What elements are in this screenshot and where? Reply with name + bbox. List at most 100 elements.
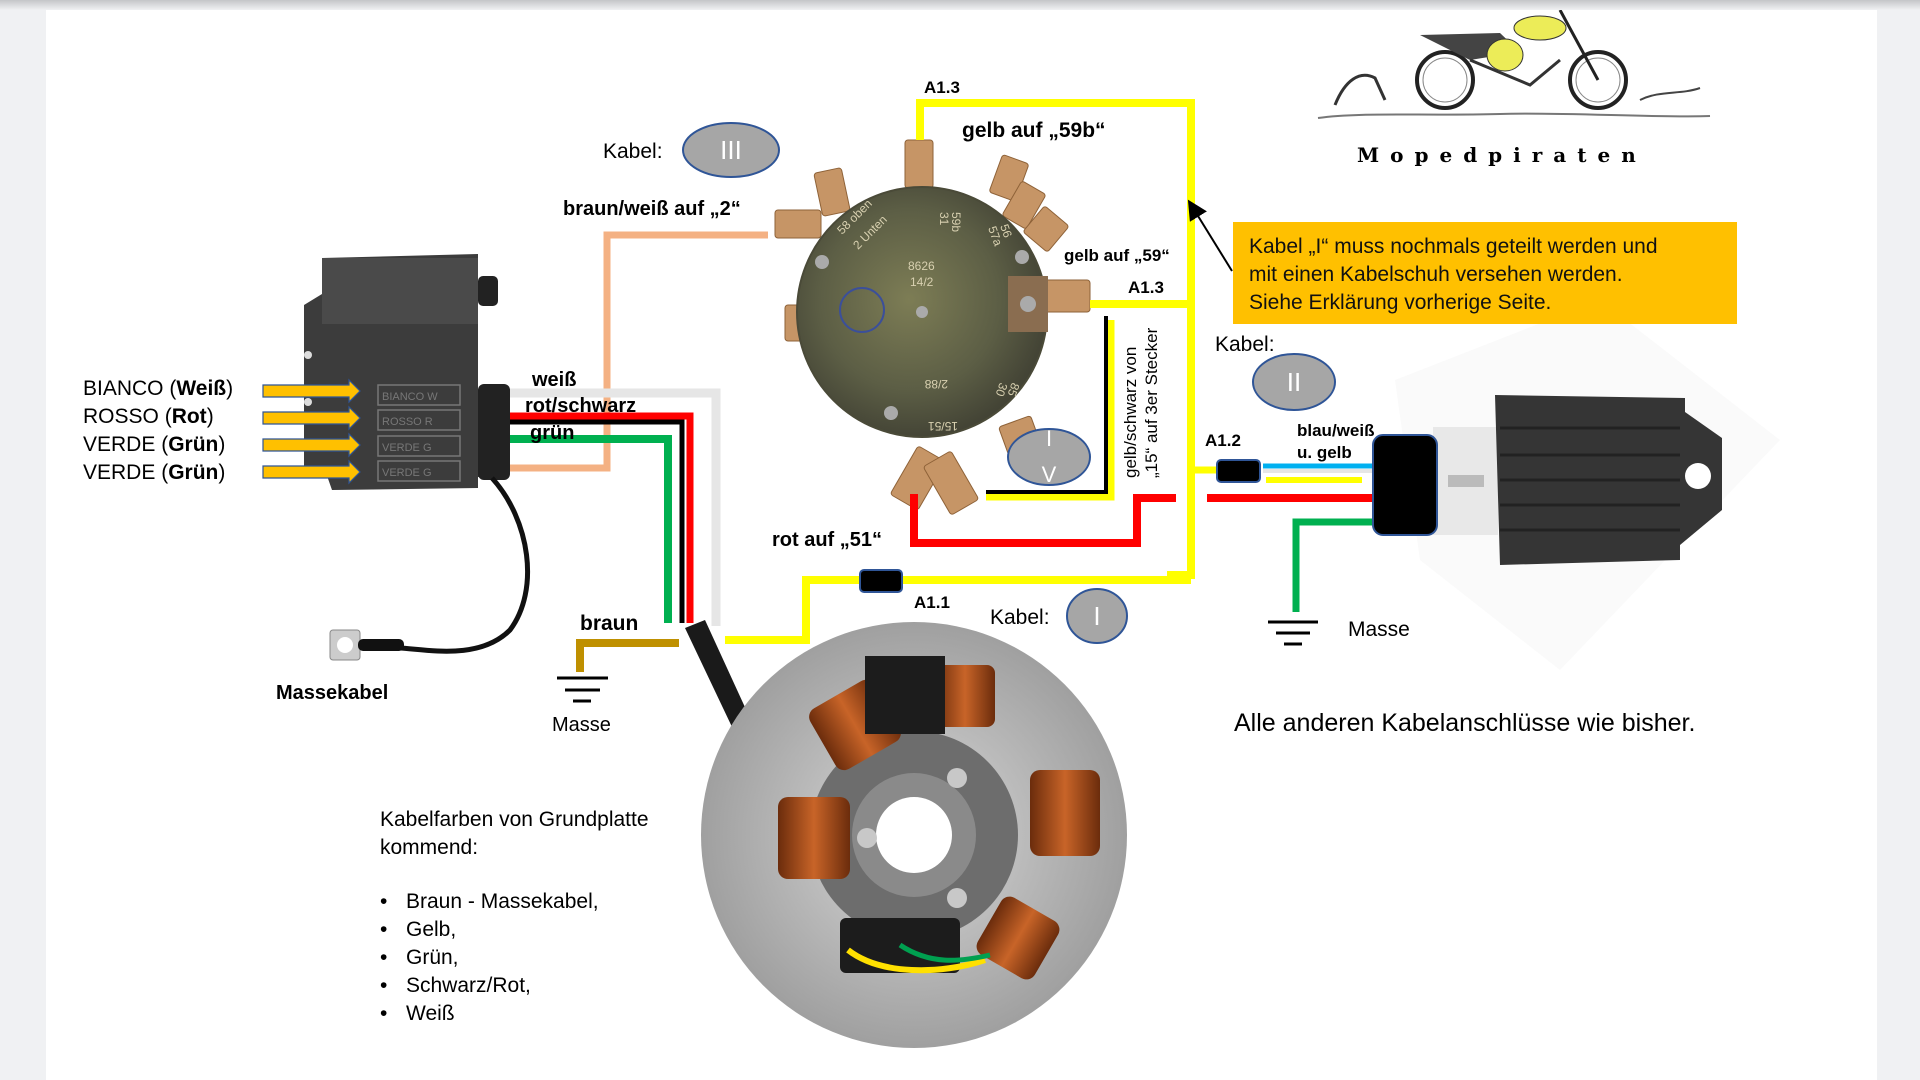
- label-italian: VERDE: [83, 461, 156, 484]
- switch-wires: [725, 99, 1372, 644]
- list-item: Weiß: [380, 1000, 599, 1028]
- massekabel-label: Massekabel: [276, 682, 389, 704]
- label-german: Grün: [168, 461, 219, 484]
- regulator-connector: [1372, 434, 1438, 536]
- wire-brown: [576, 639, 679, 672]
- wire-yellow-a11: [725, 576, 1191, 644]
- cable-badge-ii-text: II: [1286, 367, 1302, 397]
- label-italian: ROSSO: [83, 405, 159, 428]
- coil-stamp: ROSSO R: [382, 416, 433, 428]
- ignition-switch: 8626 14/2 58 oben 2 Unten 59b 31 56 57a …: [796, 186, 1048, 438]
- regulator-wire-label: blau/weiß u. gelb: [1297, 420, 1374, 464]
- ground-icon: [557, 676, 608, 703]
- footer-note: Alle anderen Kabelanschlüsse wie bisher.: [1234, 709, 1696, 737]
- switch-stamp: 14/2: [910, 275, 934, 289]
- cable-badge-ii: [1252, 353, 1336, 411]
- wire-label-green: grün: [530, 422, 575, 444]
- switch-stamp: 56: [997, 222, 1015, 240]
- wire-red-51: [910, 494, 1176, 547]
- regulator-ground-label: Masse: [1348, 618, 1410, 641]
- cable-badge-i-text: I: [1093, 601, 1101, 631]
- voltage-regulator: [1372, 300, 1780, 670]
- label-german: Rot: [171, 405, 207, 428]
- switch-stamp: 59b: [949, 212, 963, 232]
- regulator-wire-label-line: u. gelb: [1297, 443, 1352, 462]
- coil-input-arrows: [262, 378, 361, 485]
- connector-a12: [1216, 459, 1261, 483]
- heading-line: kommend:: [380, 836, 479, 859]
- list-item: Braun - Massekabel,: [380, 888, 599, 916]
- logo-wordmark: Mopedpiraten: [1357, 143, 1647, 167]
- stator-colors-list: Braun - Massekabel, Gelb, Grün, Schwarz/…: [380, 888, 599, 1028]
- arrow-right-icon: [262, 405, 361, 431]
- wire-red: [510, 412, 694, 623]
- ground-label: Masse: [552, 714, 611, 736]
- coil-input-label: ROSSO (Rot): [83, 405, 214, 428]
- warning-note: Kabel „I“ muss nochmals geteilt werden u…: [1233, 222, 1737, 324]
- note-line: Kabel „I“ muss nochmals geteilt werden u…: [1249, 235, 1658, 258]
- cable-label-ii-prefix: Kabel:: [1215, 333, 1275, 356]
- wire-black: [510, 419, 685, 623]
- connector-label-a12: A1.2: [1205, 431, 1241, 450]
- label-italian: BIANCO: [83, 377, 164, 400]
- connector-a11: [859, 569, 903, 593]
- coil-input-label: VERDE (Grün): [83, 433, 226, 456]
- switch-stamp: 57a: [985, 224, 1005, 248]
- viewer-top-shadow: [0, 0, 1920, 10]
- wire-label-red-black: rot/schwarz: [525, 395, 637, 417]
- cable-badge-iv-top: I: [1045, 426, 1053, 451]
- wire-label-brown: braun: [580, 612, 639, 635]
- note-pointer-arrow: [1187, 199, 1233, 272]
- switch-label-59b: gelb auf „59b“: [962, 119, 1106, 142]
- connector-label-a11: A1.1: [914, 593, 950, 612]
- coil-input-label: VERDE (Grün): [83, 461, 226, 484]
- cable-badge-iii-text: III: [720, 135, 742, 165]
- arrow-right-icon: [262, 378, 361, 404]
- list-item: Schwarz/Rot,: [380, 972, 599, 1000]
- cable-badge-iv: [1007, 428, 1091, 486]
- wire-green: [510, 435, 672, 623]
- arrow-right-icon: [262, 459, 361, 485]
- label-german: Grün: [168, 433, 219, 456]
- arrow-right-icon: [262, 432, 361, 458]
- switch-stamp: 2/88: [924, 377, 948, 391]
- coil-wires: [510, 231, 768, 672]
- wire-peach: [510, 231, 768, 472]
- wire-yellow-15: [986, 320, 1115, 501]
- cable-badge-iv-bottom: V: [1041, 462, 1057, 487]
- regulator-wire-label-line: blau/weiß: [1297, 421, 1375, 440]
- list-item: Grün,: [380, 944, 599, 972]
- stator-plate: [701, 622, 1127, 1048]
- cable-badge-i: [1066, 588, 1128, 644]
- wire-yellow-59b: [916, 99, 1195, 579]
- switch-stamp: 30: [993, 381, 1011, 399]
- moped-sketch-icon: [1317, 9, 1711, 119]
- heading-line: Kabelfarben von Grundplatte: [380, 808, 649, 831]
- switch-label-2: braun/weiß auf „2“: [563, 198, 741, 220]
- stator-colors-heading: Kabelfarben von Grundplatte kommend:: [380, 806, 649, 862]
- switch-label-15: gelb/schwarz von „15“ auf 3er Stecker: [1120, 328, 1162, 478]
- wire-white: [510, 388, 721, 626]
- switch-stamp: 15/51: [928, 419, 958, 433]
- ground-icon: [1268, 620, 1318, 646]
- cable-label-i-prefix: Kabel:: [990, 606, 1050, 629]
- coil-stamp: BIANCO W: [382, 391, 438, 403]
- label-german: Weiß: [176, 377, 227, 400]
- label-italian: VERDE: [83, 433, 156, 456]
- coil-stamp: VERDE G: [382, 442, 432, 454]
- list-item: Gelb,: [380, 916, 599, 944]
- cable-label-iii-prefix: Kabel:: [603, 140, 663, 163]
- wire-black-15: [986, 316, 1108, 494]
- connector-label-a13-right: A1.3: [1128, 278, 1164, 297]
- wire-green-reg: [1292, 518, 1372, 612]
- switch-stamp: 31: [937, 212, 951, 226]
- switch-label-15-line: gelb/schwarz von: [1121, 346, 1140, 478]
- switch-label-15-line: „15“ auf 3er Stecker: [1142, 327, 1161, 478]
- cable-badge-iii: [682, 122, 780, 178]
- coil-terminal-stamps: BIANCO W ROSSO R VERDE G VERDE G: [382, 391, 438, 479]
- wire-label-white: weiß: [532, 369, 577, 391]
- coil-stamp: VERDE G: [382, 467, 432, 479]
- switch-stamp: 8626: [908, 259, 935, 273]
- switch-label-59: gelb auf „59“: [1064, 246, 1170, 265]
